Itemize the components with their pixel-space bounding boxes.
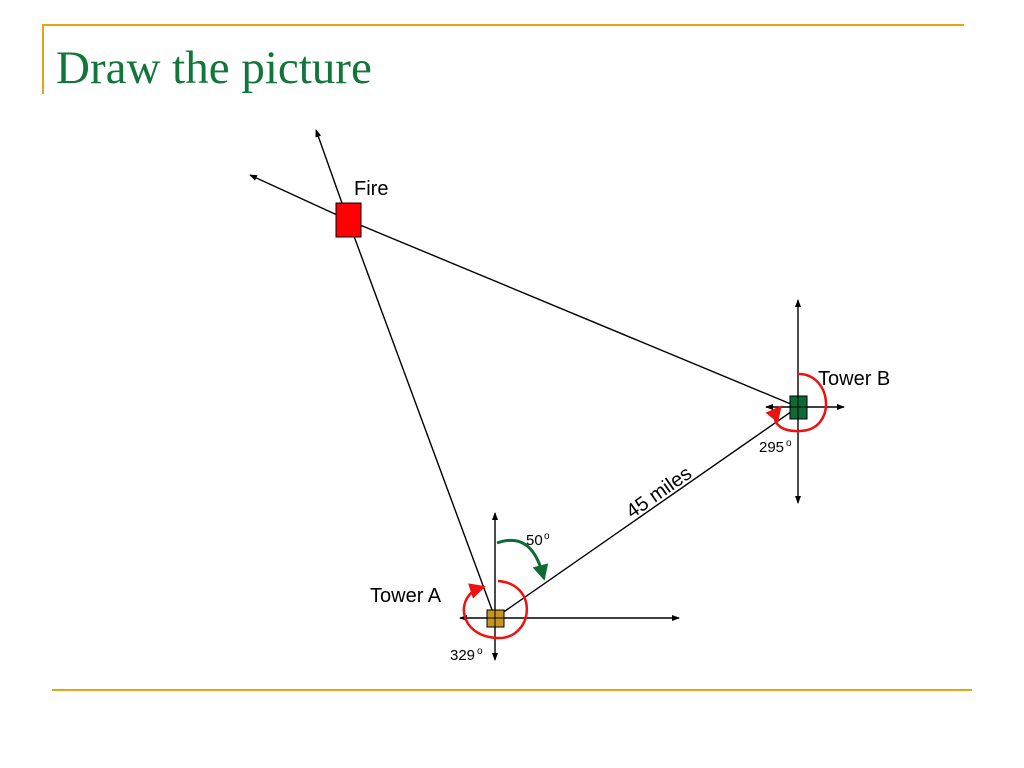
angle-50-value: 50	[526, 532, 543, 549]
line-fire-to-tower-a	[347, 219, 496, 619]
tower-b-marker-icon	[789, 395, 808, 420]
angle-329-degree-mark: o	[477, 646, 483, 657]
fire-label: Fire	[354, 178, 388, 200]
fire-marker-icon	[335, 202, 362, 238]
tower-a-marker-icon	[486, 609, 505, 628]
angle-50-label: 50 o	[526, 531, 550, 549]
slide-title: Draw the picture	[56, 42, 372, 94]
fire-line-extension-b	[249, 174, 349, 221]
line-fire-to-tower-b	[347, 219, 799, 408]
fire-axes	[249, 129, 349, 221]
tower-a-bearing-arc	[462, 579, 528, 640]
tower-b-bearing-arc	[765, 372, 828, 433]
angle-295-label: 295 o	[759, 438, 792, 456]
distance-label: 45 miles	[622, 462, 696, 523]
angle-295-value: 295	[759, 439, 784, 456]
line-tower-a-to-tower-b	[494, 406, 799, 619]
tower-a-50-degree-arc	[496, 538, 549, 581]
angle-329-value: 329	[450, 647, 475, 664]
frame-bottom-line	[52, 689, 972, 691]
frame-left-line	[42, 24, 44, 94]
angle-295-degree-mark: o	[786, 438, 792, 449]
angle-50-degree-mark: o	[544, 531, 550, 542]
frame-top-line	[44, 24, 964, 26]
tower-a-label: Tower A	[370, 585, 442, 607]
angle-329-label: 329 o	[450, 646, 483, 664]
tower-b-label: Tower B	[818, 368, 890, 390]
